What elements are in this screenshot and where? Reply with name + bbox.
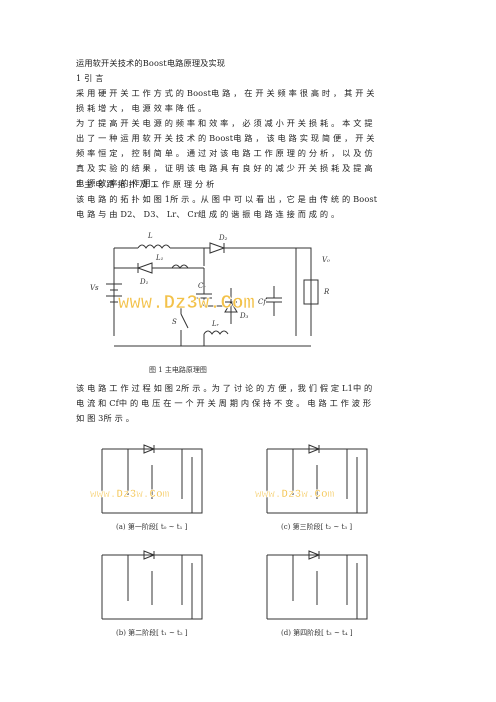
label-cf: Cf: [258, 298, 267, 306]
switch-s-symbol: [180, 306, 189, 346]
watermark-text: www.Dz3w.Com: [255, 489, 335, 501]
diode-d1-symbol: [136, 262, 153, 274]
label-d1: D₁: [139, 278, 149, 286]
label-s: S: [172, 318, 177, 326]
figure2-caption-c: (c) 第三阶段[ t₂ ~ t₃ ]: [281, 522, 352, 531]
figure2-caption-b: (b) 第二阶段[ t₁ ~ t₂ ]: [116, 628, 188, 637]
label-vo: V₀: [322, 256, 330, 264]
figure2-stage-a: www.Dz3w.Com (a) 第一阶段[ t₀ ~ t₁ ]: [90, 444, 203, 531]
label-vs: Vs: [90, 284, 99, 292]
figure2-stage-d: (d) 第四阶段[ t₃ ~ t₄ ]: [266, 550, 368, 637]
inductor-l-symbol: [137, 244, 171, 249]
watermark-text: www.Dz3w.Com: [90, 489, 170, 501]
label-d3: D₃: [239, 312, 249, 320]
figure2-stage-c: www.Dz3w.Com (c) 第三阶段[ t₂ ~ t₃ ]: [255, 444, 368, 531]
label-lr: Lᵣ: [211, 320, 220, 328]
label-cr: Cᵣ: [198, 282, 206, 290]
section-heading-2: 2 主 电 路 拓 扑 及 工 作 原 理 分 析: [76, 179, 215, 189]
figure2-stage-b: (b) 第二阶段[ t₁ ~ t₂ ]: [101, 550, 203, 637]
figure2-caption-a: (a) 第一阶段[ t₀ ~ t₁ ]: [116, 522, 188, 531]
label-l: L: [147, 232, 153, 240]
inductor-lr-symbol: [203, 330, 229, 346]
paragraph-3: 该 电 路 的 拓 扑 如 图 1所 示 。从 图 中 可 以 看 出 ，它 是…: [76, 194, 378, 219]
label-l1: L₁: [155, 254, 164, 262]
resistor-r-symbol: [303, 279, 319, 305]
label-d2: D₂: [218, 234, 228, 242]
figure1-circuit-diagram: L L₁ D₁ D₂ Cᵣ D₃ Cf Lᵣ Vs V₀ R S www.Dz3…: [90, 232, 330, 374]
label-r: R: [323, 288, 330, 296]
document-title: 运用软开关技术的Boost电路原理及实现: [76, 58, 226, 68]
capacitor-cr-symbol: [196, 268, 212, 306]
battery-vs-symbol: [106, 283, 122, 303]
capacitor-cf-symbol: [266, 286, 282, 316]
section-heading-1: 1 引 言: [76, 73, 104, 83]
paragraph-4: 该 电 路 工 作 过 程 如 图 2所 示 。为 了 讨 论 的 方 便 ，我…: [76, 383, 373, 423]
figure2-caption-d: (d) 第四阶段[ t₃ ~ t₄ ]: [281, 628, 353, 637]
diode-d2-symbol: [209, 242, 226, 254]
diode-d3-symbol: [224, 288, 238, 324]
figure1-caption: 图 1 主电路原理图: [149, 365, 207, 374]
watermark-text: www.Dz3w.Com: [118, 292, 255, 314]
paragraph-1: 采 用 硬 开 关 工 作 方 式 的 Boost电 路 ， 在 开 关 频 率…: [76, 88, 375, 113]
paragraph-2: 为 了 提 高 开 关 电 源 的 频 率 和 效 率 ， 必 须 减 小 开 …: [76, 118, 375, 188]
